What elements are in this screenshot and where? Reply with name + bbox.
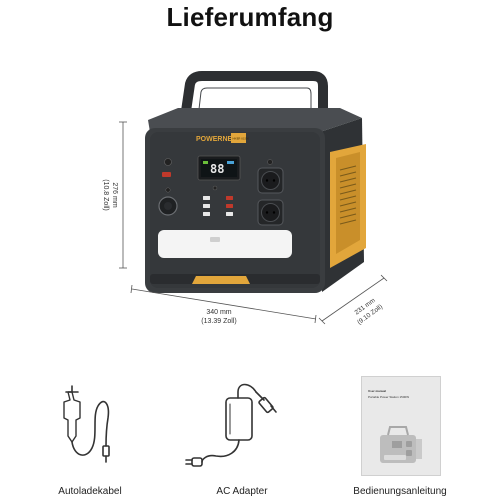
caption-car-charger: Autoladekabel bbox=[58, 486, 122, 497]
ac-button-icon bbox=[267, 159, 273, 165]
caption-ac-adapter: AC Adapter bbox=[216, 486, 268, 497]
user-manual-icon: User manual Portable Power Station 1500W bbox=[361, 376, 441, 476]
ac-adapter-icon bbox=[185, 383, 277, 467]
usb-port-group bbox=[203, 196, 233, 216]
brand-logo: POWERNESS bbox=[196, 136, 242, 143]
manual-device-illustration bbox=[380, 426, 422, 463]
lcd-reading: 88 bbox=[210, 162, 224, 176]
manual-subtitle: Portable Power Station 1500W bbox=[368, 395, 410, 399]
width-mm-label: 340 mm bbox=[206, 309, 231, 316]
page-title: Lieferumfang bbox=[166, 2, 334, 32]
brand-badge-text: HIKER U1500 bbox=[233, 137, 250, 141]
dc-button-icon bbox=[165, 187, 171, 193]
height-dimension: 276 mm (10.8 Zoll) bbox=[102, 121, 127, 269]
width-in-label: (13.39 Zoll) bbox=[201, 318, 236, 325]
front-accent-strip bbox=[192, 276, 250, 284]
usb-button-icon bbox=[212, 185, 218, 191]
brand-badge bbox=[231, 133, 246, 143]
width-dimension: 340 mm (13.39 Zoll) bbox=[130, 284, 317, 325]
caption-user-manual: Bedienungsanleitung bbox=[353, 486, 447, 497]
power-button-icon bbox=[164, 158, 172, 166]
height-mm-label: 276 mm bbox=[111, 182, 118, 207]
usb-c-port-icon bbox=[162, 172, 171, 177]
height-in-label: (10.8 Zoll) bbox=[102, 179, 109, 211]
power-station: POWERNESS HIKER U1500 88 bbox=[145, 71, 366, 293]
car-charger-cable-icon bbox=[63, 385, 110, 463]
led-light-panel bbox=[158, 230, 292, 258]
manual-title: User manual bbox=[368, 389, 387, 393]
